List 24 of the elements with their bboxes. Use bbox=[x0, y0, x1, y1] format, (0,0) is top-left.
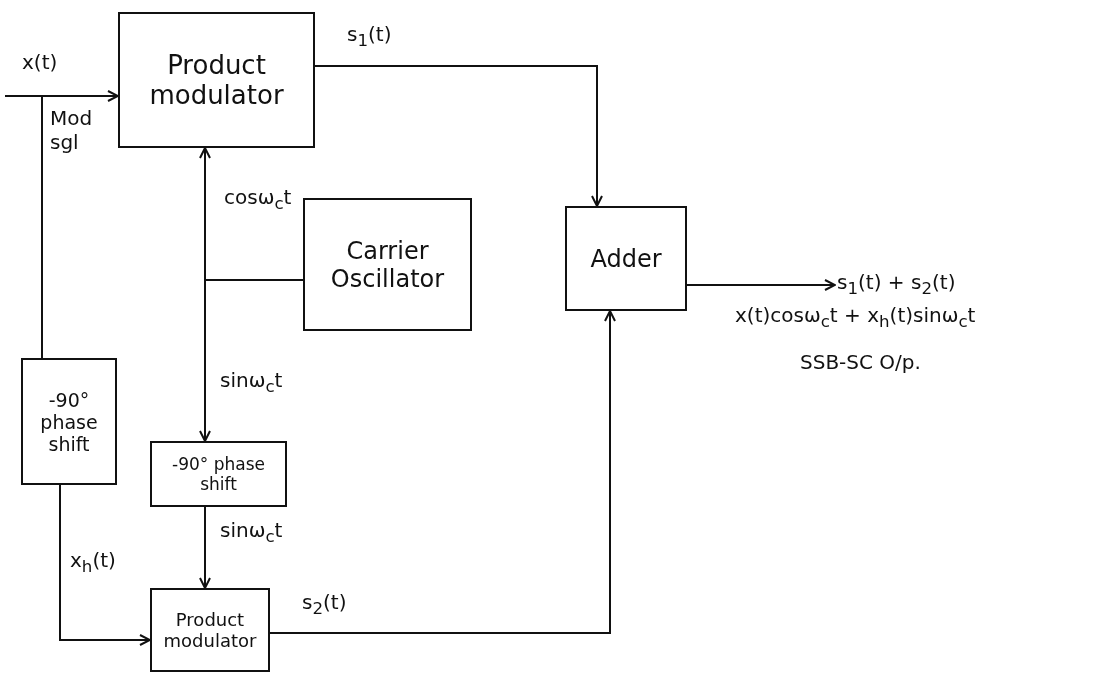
block-label: Product modulator bbox=[162, 609, 258, 651]
block-label: -90° phase shift bbox=[39, 388, 99, 455]
block-box bbox=[303, 198, 472, 331]
block-box bbox=[150, 441, 287, 507]
arrow bbox=[269, 310, 616, 634]
block-box bbox=[118, 12, 315, 148]
arrow bbox=[199, 279, 304, 442]
arrow bbox=[59, 484, 151, 646]
block-box bbox=[150, 588, 270, 672]
block-label: Carrier Oscillator bbox=[329, 236, 446, 293]
output-label: SSB-SC O/p. bbox=[800, 350, 922, 374]
block-label: -90° phase shift bbox=[171, 454, 266, 494]
output-label: s$_{1}$(t) + s$_{2}$(t) bbox=[837, 270, 956, 298]
arrow bbox=[199, 506, 211, 589]
arrow bbox=[4, 90, 119, 102]
block-box bbox=[565, 206, 687, 311]
arrow bbox=[314, 65, 603, 207]
signal-label: Mod sgl bbox=[50, 106, 94, 154]
line bbox=[41, 95, 43, 359]
arrow bbox=[686, 279, 836, 291]
block-box bbox=[21, 358, 117, 485]
block-label: Product modulator bbox=[148, 50, 285, 110]
block-label: Adder bbox=[590, 244, 662, 273]
output-label: x(t)cosω$_{c}$t + x$_{h}$(t)sinω$_{c}$t bbox=[735, 303, 977, 331]
